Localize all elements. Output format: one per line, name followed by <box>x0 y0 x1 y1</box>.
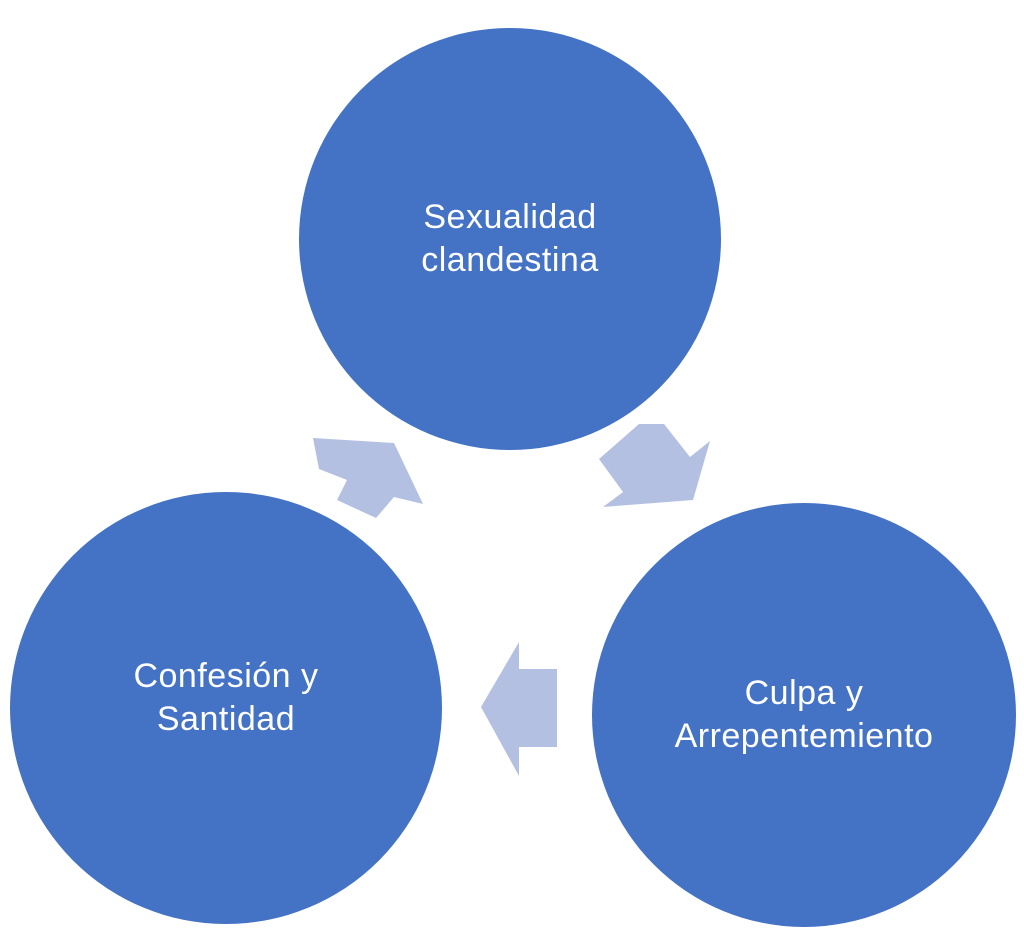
arrow-left-to-top <box>313 438 423 518</box>
node-label-line: Arrepentemiento <box>674 717 934 755</box>
node-culpa-arrepentemiento: Culpa y Arrepentemiento <box>592 503 1016 927</box>
node-confesion-santidad: Confesión y Santidad <box>10 492 442 924</box>
node-label-line: Confesión y <box>133 657 319 696</box>
node-label-line: Santidad <box>156 700 296 738</box>
arrow-top-to-right <box>599 424 710 507</box>
node-label-line: Culpa y <box>744 674 864 713</box>
node-label-line: clandestina <box>421 241 599 279</box>
node-sexualidad-clandestina: Sexualidad clandestina <box>299 28 721 450</box>
arrow-right-to-left <box>481 642 557 776</box>
node-label-line: Sexualidad <box>423 198 597 237</box>
